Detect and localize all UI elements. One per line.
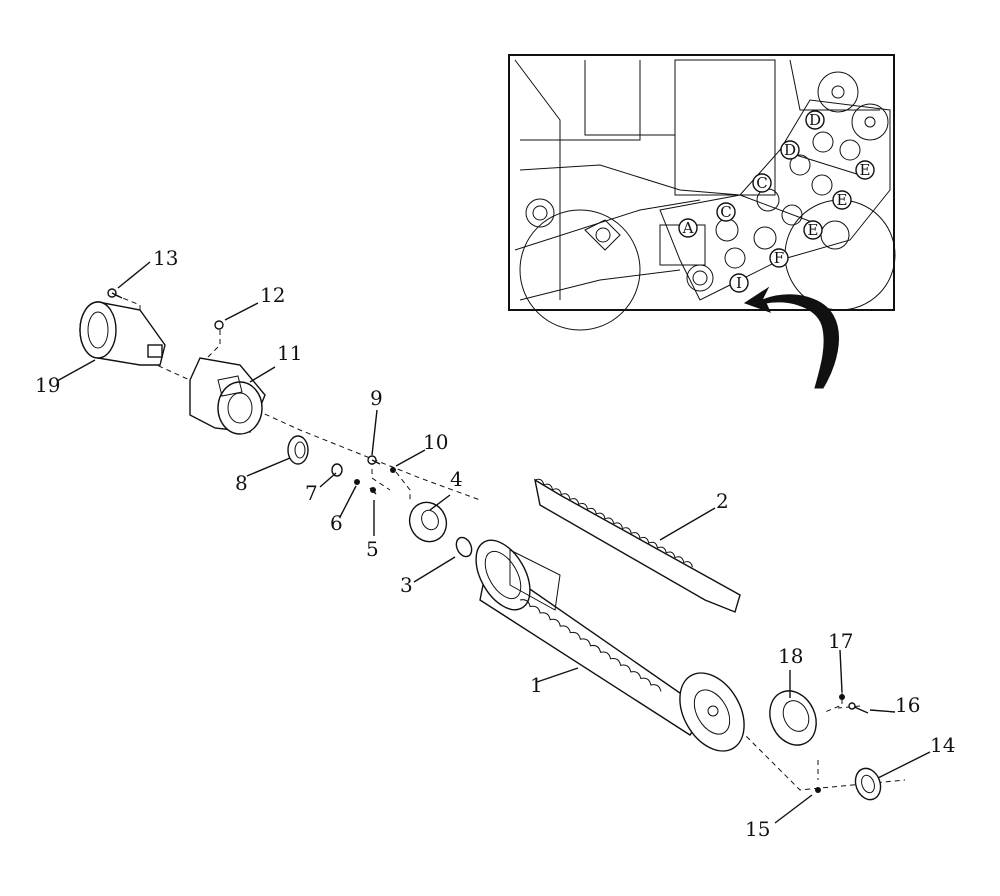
locator-inset: A C C D D E E E F I (508, 54, 896, 331)
part-7-washer (331, 463, 343, 477)
callout-17: 17 (828, 629, 853, 653)
callout-10: 10 (423, 430, 448, 454)
inset-letter-e3: E (803, 220, 823, 240)
inset-letter-d1: D (780, 140, 800, 160)
part-11-housing (189, 357, 266, 435)
callout-18: 18 (778, 644, 803, 668)
callout-3: 3 (400, 573, 413, 597)
callout-11: 11 (277, 341, 302, 365)
callout-14: 14 (930, 733, 955, 757)
callout-6: 6 (330, 511, 343, 535)
callout-4: 4 (450, 467, 463, 491)
part-13-screw (107, 288, 123, 299)
part-2-serrated-blade (534, 478, 741, 613)
part-16-bolt (848, 702, 869, 714)
inset-letter-d2: D (805, 110, 825, 130)
callout-9: 9 (370, 386, 383, 410)
part-18-bearing-housing (769, 690, 817, 746)
inset-letter-e2: E (832, 190, 852, 210)
part-6-pin (354, 479, 360, 485)
callout-7: 7 (305, 481, 318, 505)
svg-text:F: F (774, 249, 784, 267)
callout-12: 12 (260, 283, 285, 307)
part-3-snap-ring (455, 536, 473, 558)
svg-text:C: C (756, 174, 767, 192)
callout-2: 2 (716, 489, 729, 513)
part-8-gear (287, 435, 309, 465)
part-14-bearing (854, 767, 882, 801)
part-4-flange (408, 501, 448, 543)
callout-5: 5 (366, 537, 379, 561)
callout-15: 15 (745, 817, 770, 841)
svg-text:C: C (720, 203, 731, 221)
part-19-motor (79, 301, 166, 366)
inset-letter-c1: C (716, 202, 736, 222)
inset-letter-e1: E (855, 160, 875, 180)
svg-text:D: D (809, 111, 821, 129)
svg-text:D: D (784, 141, 796, 159)
part-9-bolt (367, 455, 381, 465)
callout-1: 1 (530, 673, 543, 697)
part-17-nut (839, 694, 845, 700)
part-5-screw (369, 487, 377, 495)
leader-lines (56, 261, 931, 824)
svg-text:I: I (736, 274, 742, 292)
svg-text:A: A (682, 219, 694, 237)
svg-text:E: E (860, 161, 871, 179)
callout-19: 19 (35, 373, 60, 397)
callout-16: 16 (895, 693, 920, 717)
part-10-nut (390, 467, 396, 473)
callout-13: 13 (153, 246, 178, 270)
svg-text:E: E (808, 221, 819, 239)
part-1-drum (475, 539, 745, 752)
svg-text:E: E (837, 191, 848, 209)
callout-8: 8 (235, 471, 248, 495)
inset-letter-i: I (729, 273, 749, 293)
inset-letter-c2: C (752, 173, 772, 193)
part-15-nut (815, 787, 821, 793)
inset-letter-a: A (678, 218, 698, 238)
locator-arrow (743, 286, 839, 389)
inset-letter-f: F (769, 248, 789, 268)
part-12-nut (214, 320, 224, 330)
